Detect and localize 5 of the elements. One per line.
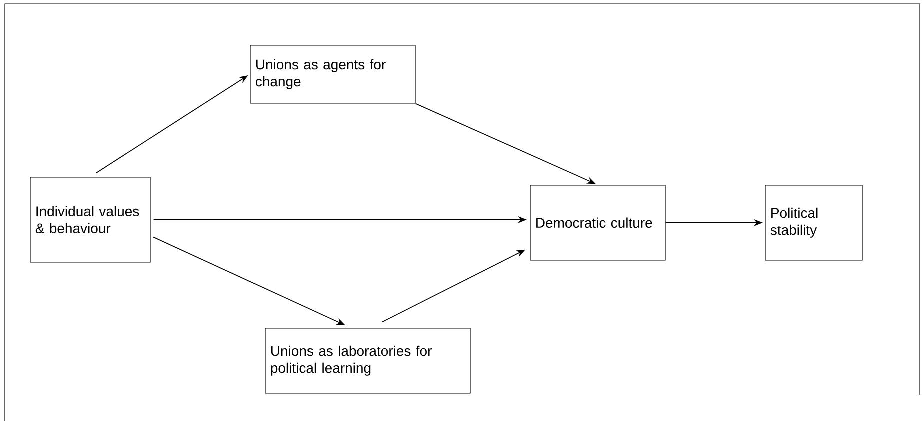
text-box: Unions as agents for change	[250, 45, 416, 104]
text-box: Democratic culture	[530, 185, 666, 261]
text-box: Political stability	[765, 185, 863, 261]
text-box: Individual values & behaviour	[30, 177, 151, 263]
text-box: Unions as laboratories for political learning	[265, 328, 471, 394]
